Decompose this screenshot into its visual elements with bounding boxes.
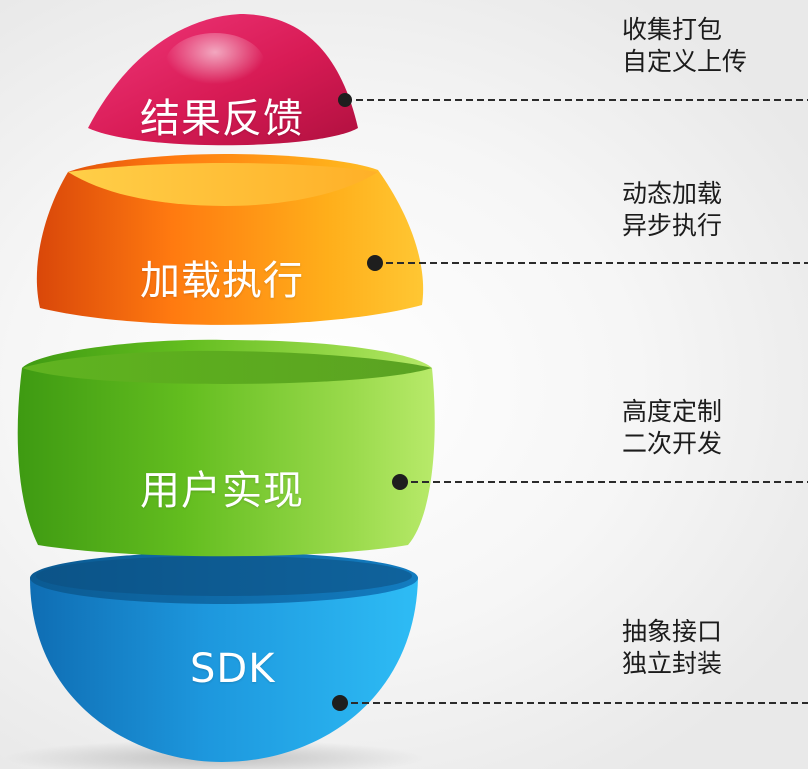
desc-sdk: 抽象接口 独立封装 bbox=[622, 616, 722, 680]
layer-shape-sdk bbox=[30, 552, 418, 762]
desc-line: 收集打包 bbox=[622, 15, 723, 44]
desc-line: 动态加载 bbox=[622, 179, 723, 208]
connector-dot bbox=[332, 695, 348, 711]
layer-label-sdk: SDK bbox=[190, 646, 276, 692]
layer-label-result-feedback: 结果反馈 bbox=[140, 96, 304, 142]
desc-line: 异步执行 bbox=[622, 211, 723, 240]
desc-line: 抽象接口 bbox=[622, 617, 723, 646]
desc-result-feedback: 收集打包 自定义上传 bbox=[622, 14, 747, 78]
connector-dot bbox=[392, 474, 408, 490]
connector-load-exec bbox=[367, 255, 808, 271]
connector-sdk bbox=[332, 695, 808, 711]
desc-line: 独立封装 bbox=[622, 649, 723, 678]
connector-user-impl bbox=[392, 474, 808, 490]
desc-line: 自定义上传 bbox=[622, 47, 748, 76]
layer-shape-result-feedback bbox=[88, 14, 358, 146]
desc-line: 二次开发 bbox=[622, 429, 723, 458]
connector-dot bbox=[367, 255, 383, 271]
connector-result-feedback bbox=[338, 93, 808, 107]
connector-dot bbox=[338, 93, 352, 107]
layer-shape-load-exec bbox=[36, 154, 424, 325]
layer-shape-user-impl bbox=[17, 339, 435, 557]
desc-user-impl: 高度定制 二次开发 bbox=[622, 396, 722, 460]
desc-load-exec: 动态加载 异步执行 bbox=[622, 178, 722, 242]
layer-label-user-impl: 用户实现 bbox=[140, 468, 304, 514]
desc-line: 高度定制 bbox=[622, 397, 723, 426]
layer-label-load-exec: 加载执行 bbox=[140, 258, 304, 304]
